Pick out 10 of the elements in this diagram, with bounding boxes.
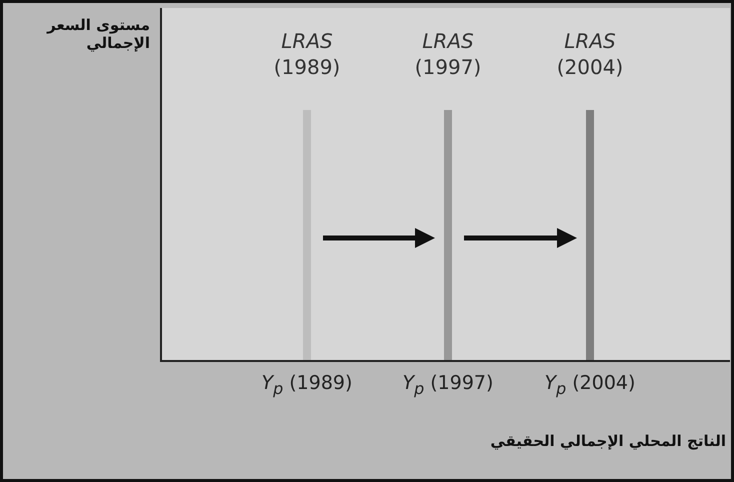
curve-label: LRAS (1997) (414, 28, 482, 80)
curve-label: LRAS (1989) (272, 28, 342, 80)
arrow (464, 228, 577, 248)
axis-tick-label: Y$_{p}$ (2004) (544, 372, 636, 398)
curve-label: LRAS (2004) (556, 28, 624, 80)
axis-tick-label: Y$_{p}$ (1997) (402, 372, 494, 398)
arrow (323, 228, 435, 248)
axis-tick-label: Y$_{p}$ (1989) (260, 372, 354, 398)
y-axis-label: مستوى السعر الإجمالي (46, 16, 150, 52)
x-axis-label: الناتج المحلي الإجمالي الحقيقي (490, 432, 726, 450)
